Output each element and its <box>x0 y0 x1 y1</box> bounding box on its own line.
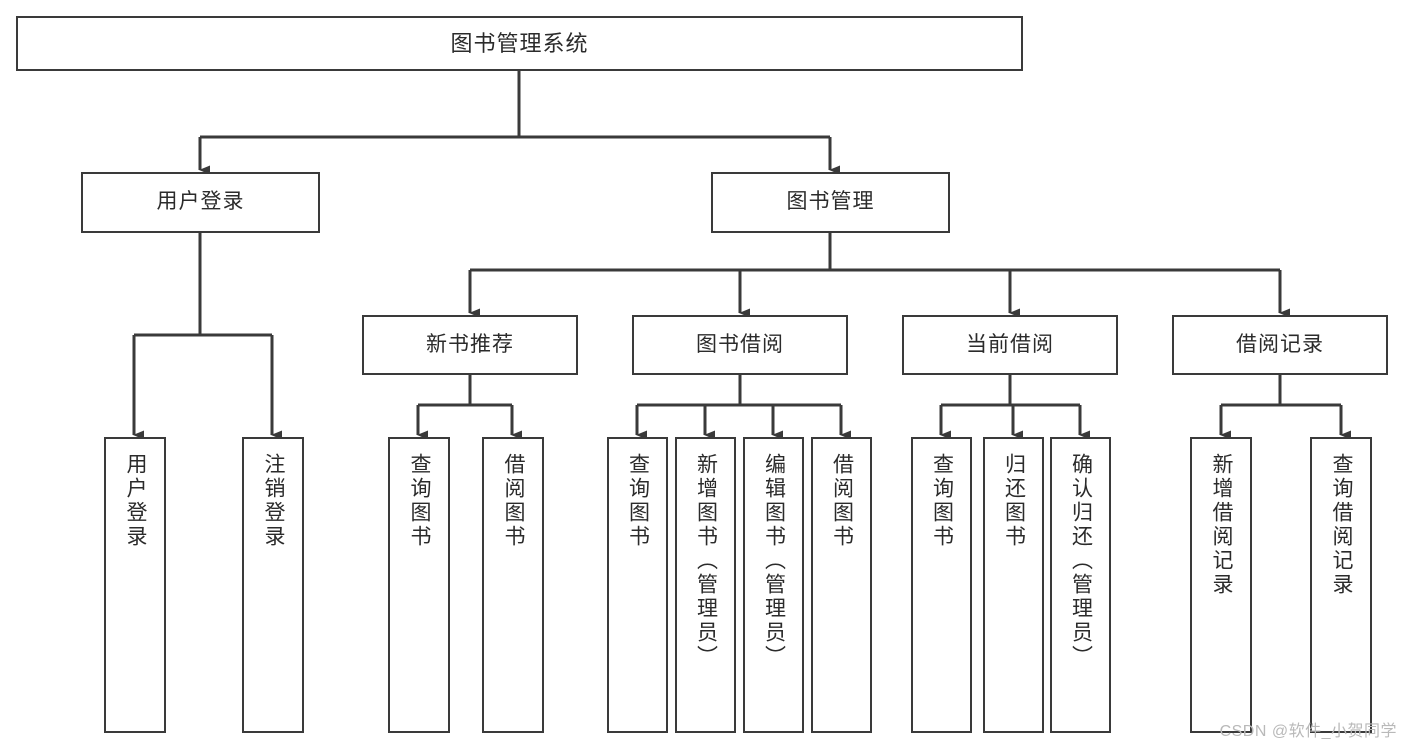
node-label: 查询借阅记录 <box>1330 453 1354 597</box>
node-label: 图书管理 <box>786 190 875 214</box>
node-leaf-borrow-book-rec[interactable]: 借阅图书 <box>482 437 544 733</box>
node-label: 借阅记录 <box>1236 332 1324 356</box>
node-leaf-add-record[interactable]: 新增借阅记录 <box>1190 437 1252 733</box>
node-label: 查询图书 <box>626 453 650 549</box>
node-leaf-add-book[interactable]: 新增图书（管理员） <box>675 437 736 733</box>
node-new-book-rec[interactable]: 新书推荐 <box>362 315 578 375</box>
node-label: 当前借阅 <box>966 332 1054 356</box>
node-label: 新书推荐 <box>426 332 514 356</box>
node-leaf-edit-book[interactable]: 编辑图书（管理员） <box>743 437 804 733</box>
node-leaf-return-book[interactable]: 归还图书 <box>983 437 1044 733</box>
node-leaf-user-logout[interactable]: 注销登录 <box>242 437 304 733</box>
node-label: 确认归还（管理员） <box>1069 453 1093 669</box>
node-leaf-query-book[interactable]: 查询图书 <box>607 437 668 733</box>
node-label: 图书管理系统 <box>450 30 589 56</box>
node-leaf-query-book-rec[interactable]: 查询图书 <box>388 437 450 733</box>
node-book-borrow[interactable]: 图书借阅 <box>632 315 848 375</box>
node-book-manage[interactable]: 图书管理 <box>711 172 950 233</box>
node-user-login[interactable]: 用户登录 <box>81 172 320 233</box>
node-leaf-user-login[interactable]: 用户登录 <box>104 437 166 733</box>
node-borrow-record[interactable]: 借阅记录 <box>1172 315 1388 375</box>
node-root[interactable]: 图书管理系统 <box>16 16 1023 71</box>
node-leaf-query-record[interactable]: 查询借阅记录 <box>1310 437 1372 733</box>
node-label: 新增图书（管理员） <box>694 453 718 669</box>
node-label: 归还图书 <box>1002 453 1026 549</box>
node-leaf-borrow-book[interactable]: 借阅图书 <box>811 437 872 733</box>
node-current-borrow[interactable]: 当前借阅 <box>902 315 1118 375</box>
node-label: 注销登录 <box>262 453 286 549</box>
node-label: 用户登录 <box>124 453 148 549</box>
node-label: 编辑图书（管理员） <box>762 453 786 669</box>
watermark-text: CSDN @软件_小贺同学 <box>1219 723 1397 740</box>
node-leaf-query-book-cur[interactable]: 查询图书 <box>911 437 972 733</box>
node-leaf-confirm-return[interactable]: 确认归还（管理员） <box>1050 437 1111 733</box>
node-label: 借阅图书 <box>502 453 526 549</box>
node-label: 借阅图书 <box>830 453 854 549</box>
node-label: 查询图书 <box>408 453 432 549</box>
node-label: 新增借阅记录 <box>1210 453 1234 597</box>
node-label: 用户登录 <box>156 190 245 214</box>
node-label: 图书借阅 <box>696 332 784 356</box>
node-label: 查询图书 <box>930 453 954 549</box>
